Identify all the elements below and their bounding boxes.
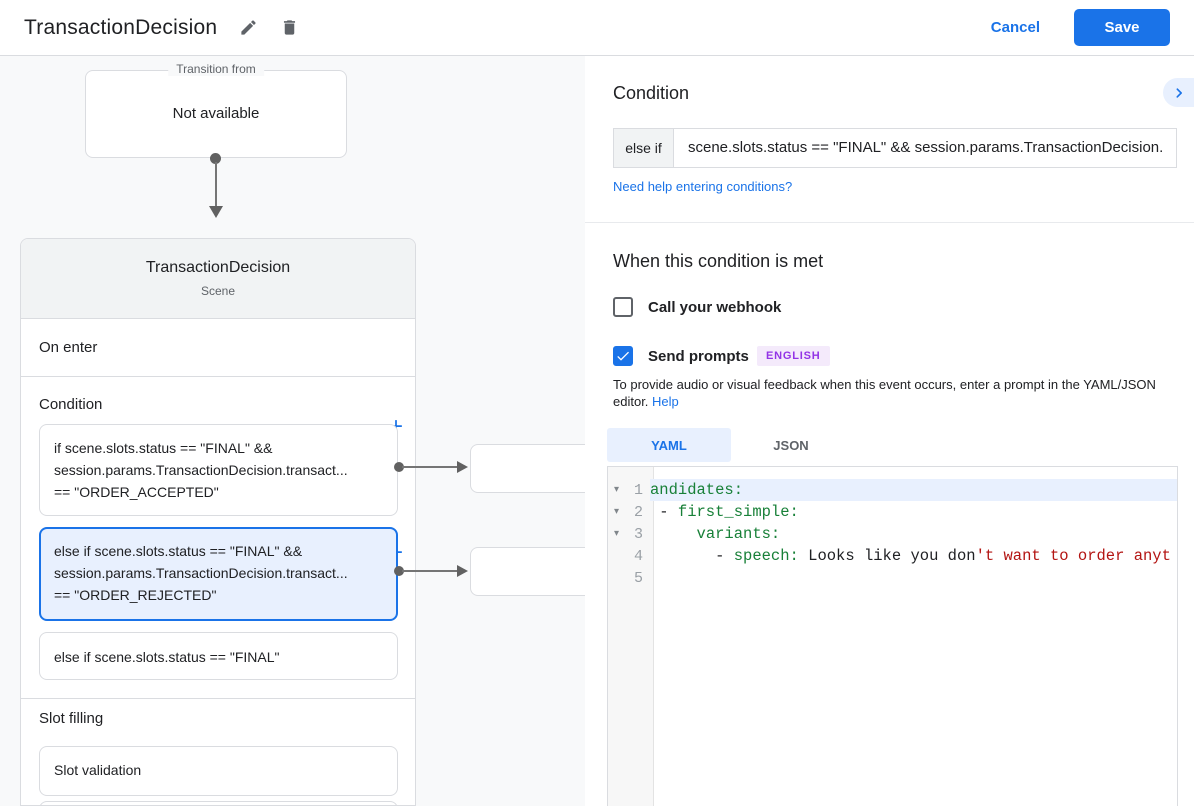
slot-filling-label: Slot filling (39, 709, 104, 727)
divider (21, 376, 415, 377)
hint-text: To provide audio or visual feedback when… (613, 377, 1156, 392)
chevron-right-icon (1175, 87, 1182, 98)
fold-arrow-icon[interactable]: ▾ (613, 506, 620, 517)
webhook-label: Call your webhook (648, 299, 782, 316)
language-badge: ENGLISH (757, 346, 830, 366)
cancel-button[interactable]: Cancel (990, 19, 1040, 36)
transition-target-box[interactable] (470, 444, 585, 493)
collapse-panel-button[interactable] (1163, 78, 1194, 107)
delete-scene-button[interactable] (280, 18, 299, 37)
condition-input[interactable]: scene.slots.status == "FINAL" && session… (688, 139, 1164, 156)
line-number: 4 (633, 547, 643, 565)
condition-input-group: else if scene.slots.status == "FINAL" &&… (613, 128, 1177, 168)
condition-section-label: Condition (39, 395, 103, 413)
flow-canvas: Transition from Not available Transition… (0, 56, 585, 806)
page-title: TransactionDecision (24, 15, 218, 39)
condition-line: if scene.slots.status == "FINAL" && (54, 440, 273, 456)
connector-line (402, 466, 458, 468)
trash-icon (284, 20, 296, 35)
condition-prefix-label: else if (614, 129, 674, 167)
condition-detail-panel: Condition else if scene.slots.status == … (585, 56, 1194, 806)
condition-heading: Condition (613, 83, 690, 103)
editor-tabs: YAML JSON (607, 428, 851, 462)
tab-json[interactable]: JSON (773, 437, 809, 453)
connector-line (215, 162, 217, 207)
scene-name: TransactionDecision (145, 259, 291, 276)
code-line[interactable]: - speech: Looks like you don't want to o… (650, 547, 1171, 565)
fold-arrow-icon[interactable]: ▾ (613, 484, 620, 495)
transition-to-card: Transition to TransactionDecision Scene … (20, 238, 416, 806)
divider (585, 222, 1194, 223)
code-line[interactable]: andidates: (650, 479, 1177, 501)
line-number: 5 (633, 569, 643, 587)
editor-line: 5 (608, 567, 1177, 589)
divider (21, 698, 415, 699)
editor-line: ▾ 2 - first_simple: (608, 501, 1177, 523)
line-number: 3 (633, 525, 643, 543)
edit-title-button[interactable] (239, 18, 258, 37)
arrow-right-icon (457, 565, 468, 577)
save-button[interactable]: Save (1074, 9, 1170, 46)
transition-target-box[interactable] (470, 547, 585, 596)
editor-gutter (608, 467, 654, 806)
transition-from-content: Not available (172, 105, 260, 122)
fold-arrow-icon[interactable]: ▾ (613, 528, 620, 539)
line-number: 1 (633, 481, 643, 499)
hint-help-link[interactable]: Help (652, 394, 679, 409)
webhook-checkbox[interactable] (613, 297, 633, 317)
scene-card-header: TransactionDecision Scene (21, 239, 415, 319)
connector-dot (210, 153, 221, 164)
transition-from-label: Transition from (168, 62, 264, 76)
code-line[interactable]: variants: (696, 525, 781, 543)
editor-line: ▾ 3 variants: (608, 523, 1177, 545)
slot-validation-item[interactable]: Slot validation (39, 746, 398, 796)
editor-hint: To provide audio or visual feedback when… (613, 376, 1173, 410)
arrow-right-icon (457, 461, 468, 473)
editor-line: ▾ 1 andidates: (608, 479, 1177, 501)
send-prompts-label: Send prompts (648, 348, 749, 365)
check-icon (617, 351, 629, 361)
line-number: 2 (633, 503, 643, 521)
condition-item-final[interactable]: else if scene.slots.status == "FINAL" (39, 632, 398, 680)
condition-item-accepted[interactable]: if scene.slots.status == "FINAL" && sess… (39, 424, 398, 516)
code-line[interactable] (650, 567, 1177, 589)
condition-help-link[interactable]: Need help entering conditions? (613, 179, 793, 194)
condition-line: else if scene.slots.status == "FINAL" && (54, 543, 303, 559)
condition-line: session.params.TransactionDecision.trans… (54, 565, 348, 581)
pencil-icon (241, 20, 256, 35)
connector-dot (394, 462, 404, 472)
condition-line: == "ORDER_REJECTED" (54, 587, 217, 603)
condition-section-row: Condition + (21, 389, 415, 565)
hint-text: editor. (613, 394, 649, 409)
connector-line (402, 570, 458, 572)
yaml-editor[interactable]: ▾ 1 andidates: ▾ 2 - first_simple: ▾ 3 v… (607, 466, 1178, 806)
transition-from-box: Transition from Not available (85, 62, 347, 158)
on-enter-label: On enter (39, 339, 98, 356)
condition-line: session.params.TransactionDecision.trans… (54, 462, 348, 478)
send-prompts-checkbox[interactable] (613, 346, 633, 366)
condition-line: == "ORDER_ACCEPTED" (54, 484, 219, 500)
condition-line: else if scene.slots.status == "FINAL" (54, 649, 280, 665)
arrow-down-icon (209, 206, 223, 218)
on-enter-row[interactable]: On enter + (21, 319, 415, 439)
top-bar: TransactionDecision Cancel Save (0, 0, 1194, 56)
scene-type: Scene (200, 284, 236, 298)
when-met-heading: When this condition is met (613, 251, 824, 271)
slot-filling-row: Slot filling + (21, 703, 415, 733)
condition-item-rejected-selected[interactable]: else if scene.slots.status == "FINAL" &&… (39, 527, 398, 621)
next-item-stub (39, 801, 398, 805)
code-line[interactable]: - first_simple: (650, 503, 799, 521)
tab-yaml[interactable]: YAML (607, 428, 731, 462)
connector-dot (394, 566, 404, 576)
editor-line: 4 - speech: Looks like you don't want to… (608, 545, 1177, 567)
